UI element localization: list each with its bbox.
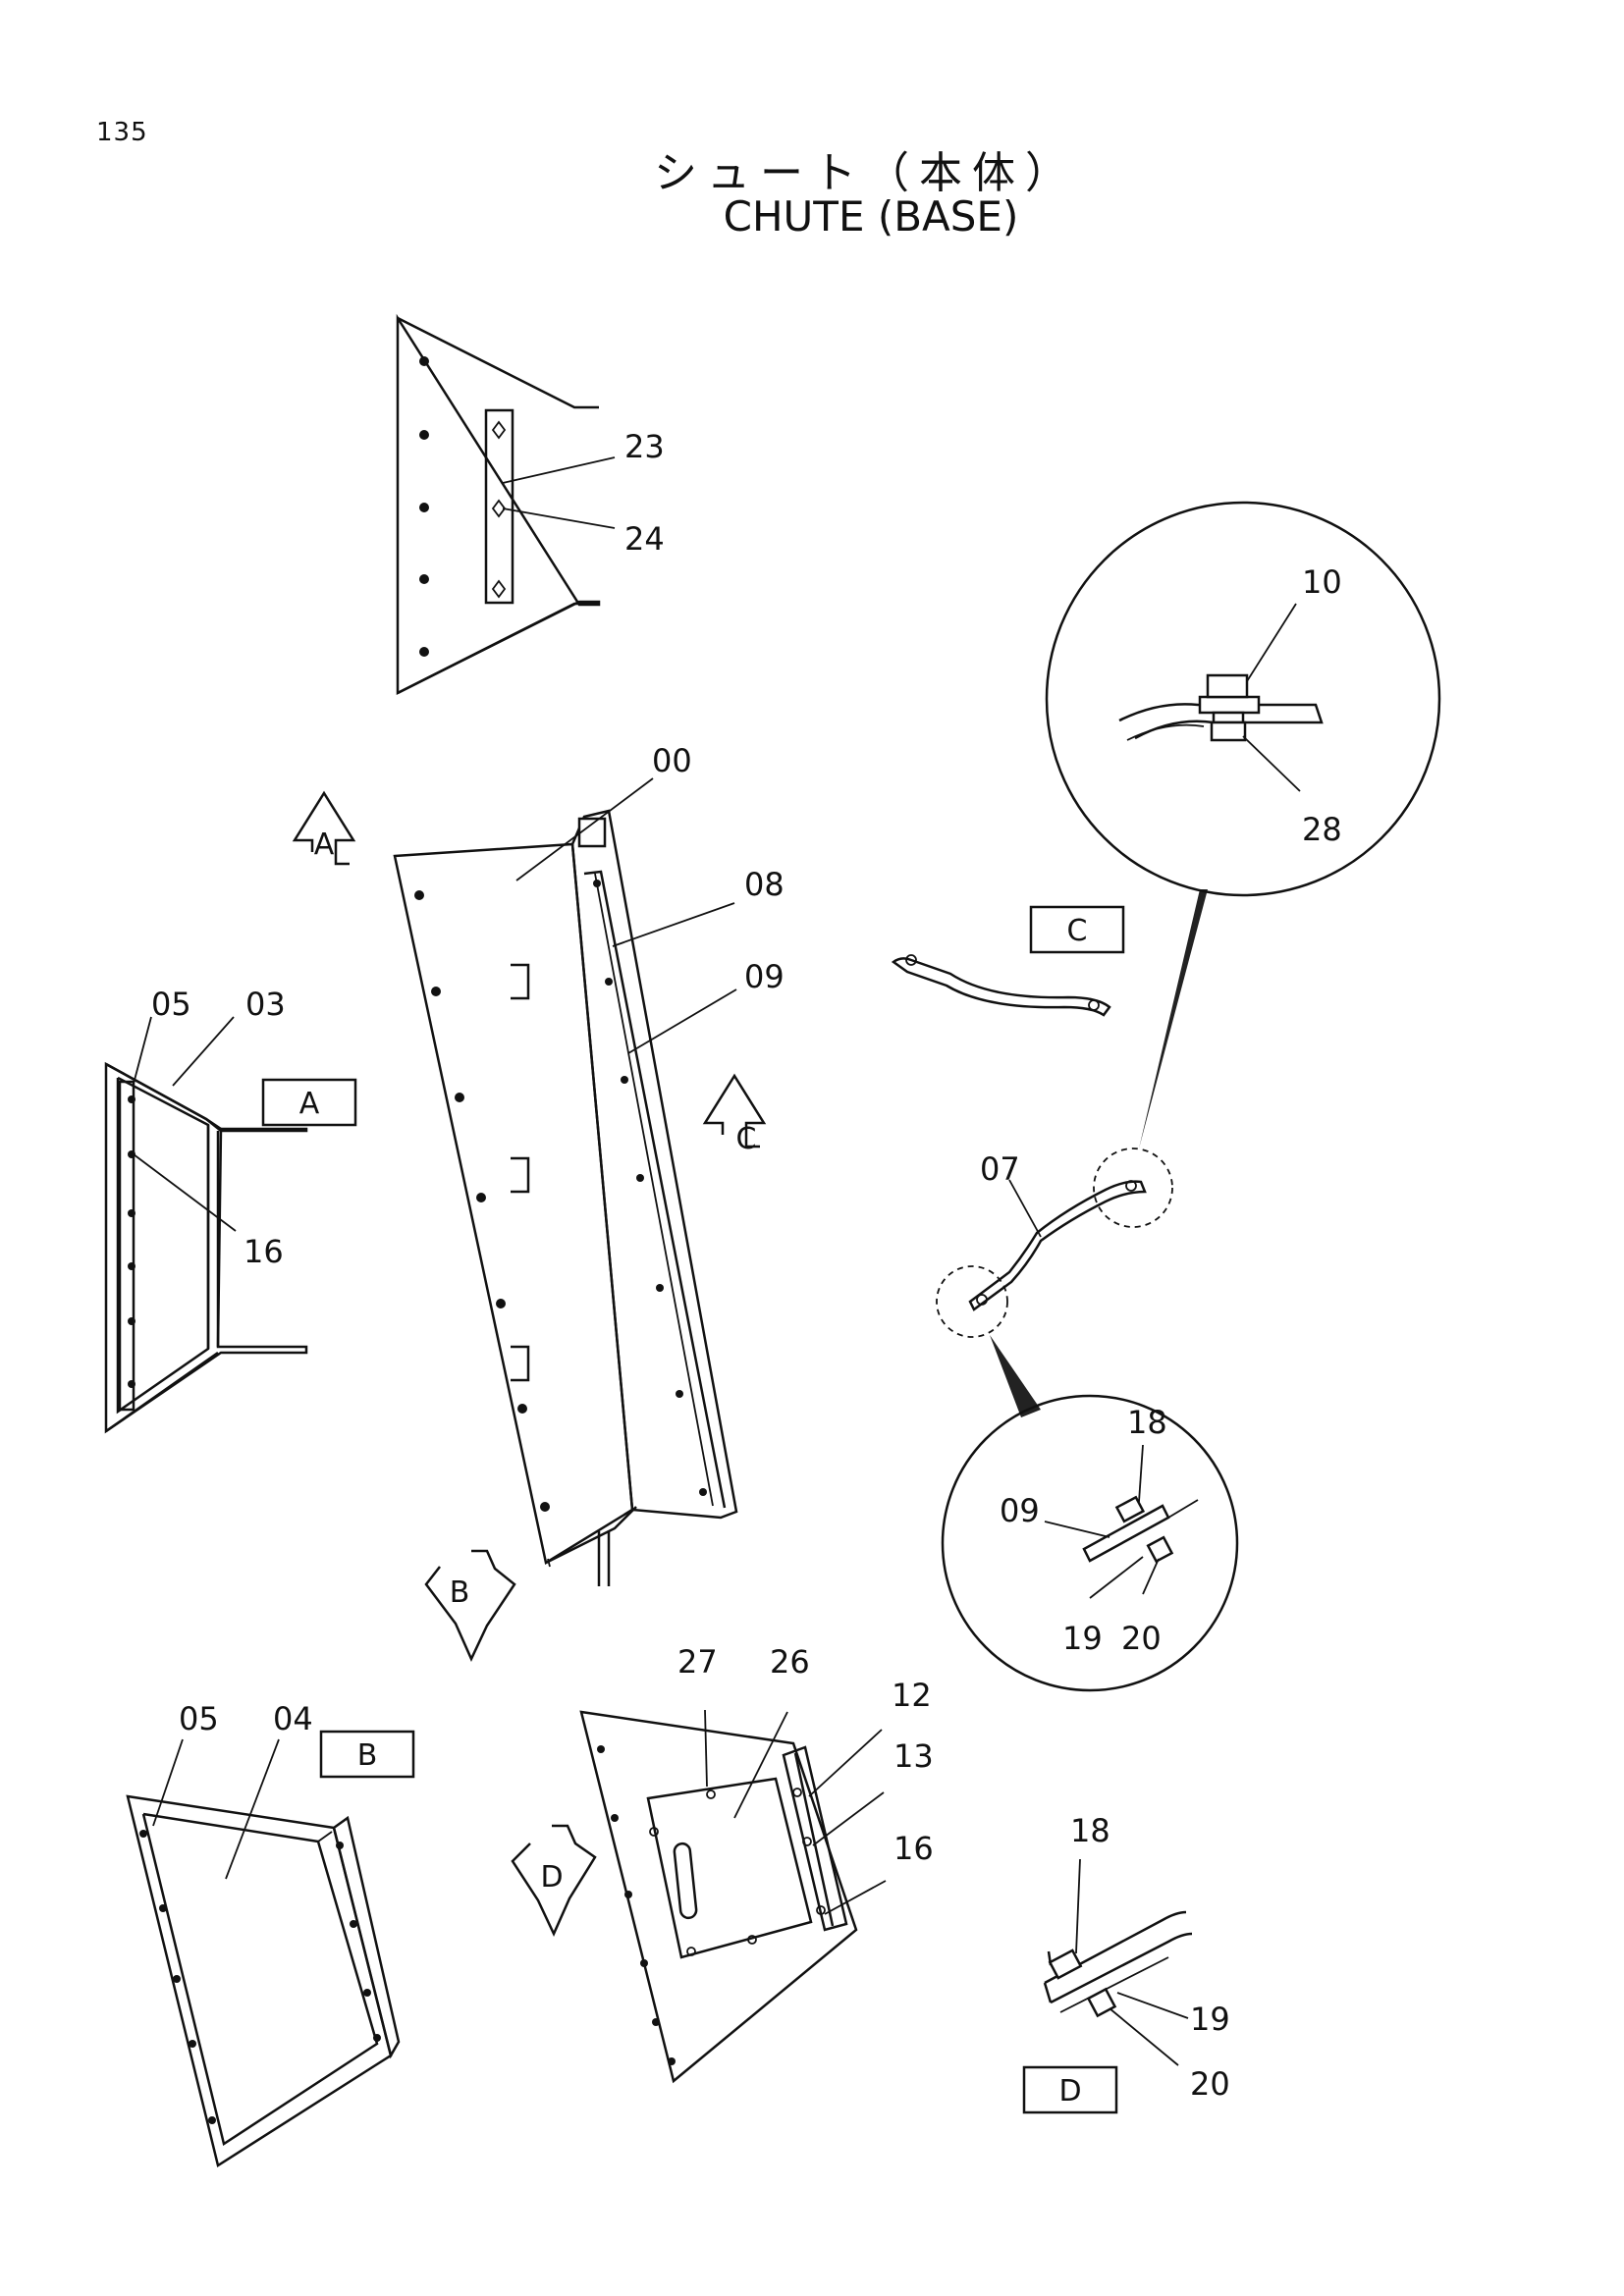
label-26: 26 [770, 1643, 810, 1681]
body-holes [414, 880, 707, 1512]
svg-text:A: A [299, 1087, 320, 1121]
view-marker-b: B [424, 1549, 516, 1663]
label-13: 13 [893, 1737, 934, 1775]
svg-text:B: B [357, 1738, 378, 1773]
label-18: 18 [1070, 1812, 1110, 1849]
rod-07-assembly [936, 889, 1208, 1417]
label-05: 05 [151, 986, 191, 1023]
label-16: 16 [893, 1830, 934, 1867]
title-japanese: シュート（本体） [654, 148, 1078, 198]
view-box-c: C [1029, 905, 1125, 954]
view-b-detail [126, 1738, 401, 2167]
svg-text:D: D [1058, 2074, 1081, 2109]
top-bracket-view [396, 313, 616, 696]
label-12: 12 [892, 1677, 932, 1714]
label-07: 07 [980, 1150, 1020, 1188]
svg-text:D: D [540, 1860, 563, 1895]
label-20: 20 [1190, 2065, 1230, 2103]
svg-text:B: B [450, 1575, 470, 1610]
view-box-a: A [261, 1078, 357, 1127]
svg-text:A: A [314, 828, 335, 862]
label-08: 08 [744, 866, 785, 903]
label-20: 20 [1121, 1620, 1162, 1657]
label-04: 04 [273, 1700, 313, 1737]
label-05: 05 [179, 1700, 219, 1737]
svg-text:C: C [736, 1122, 757, 1156]
svg-text:C: C [1067, 914, 1088, 948]
label-19: 19 [1062, 1620, 1103, 1657]
page-number: 135 [96, 118, 148, 147]
label-16: 16 [244, 1233, 284, 1270]
label-09: 09 [1000, 1492, 1040, 1529]
detail-circle-10-28 [1045, 501, 1441, 897]
view-a-detail [104, 1016, 308, 1434]
label-23: 23 [624, 428, 665, 465]
label-09: 09 [744, 958, 785, 995]
label-00: 00 [652, 742, 692, 779]
label-27: 27 [677, 1643, 718, 1681]
label-10: 10 [1302, 563, 1342, 601]
title-english: CHUTE (BASE) [723, 192, 1019, 240]
label-18: 18 [1127, 1404, 1167, 1441]
part-labels: 00 03 04 05 05 07 08 09 09 10 12 13 16 1… [151, 428, 1342, 2103]
label-28: 28 [1302, 811, 1342, 848]
view-marker-a: A [292, 790, 356, 866]
label-03: 03 [245, 986, 286, 1023]
view-box-b: B [319, 1730, 415, 1779]
view-box-d: D [1022, 2065, 1118, 2114]
label-19: 19 [1190, 2001, 1230, 2038]
detail-circle-18-19-20 [941, 1394, 1239, 1692]
view-c-rod [891, 954, 1111, 1017]
view-d-small-detail [1043, 1858, 1193, 2066]
view-marker-c: C [702, 1073, 767, 1156]
view-d-plate [579, 1709, 887, 2084]
view-marker-d: D [511, 1824, 597, 1938]
label-24: 24 [624, 520, 665, 558]
main-chute-body [393, 777, 738, 1586]
